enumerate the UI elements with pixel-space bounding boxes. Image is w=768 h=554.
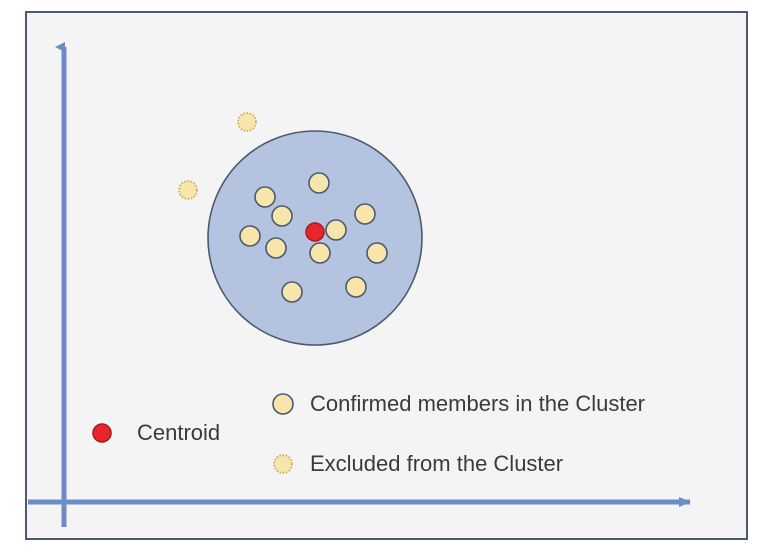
legend-marker-centroid	[92, 423, 112, 443]
confirmed-member-dot	[309, 242, 331, 264]
confirmed-member-dot	[254, 186, 276, 208]
legend-label-confirmed: Confirmed members in the Cluster	[310, 391, 646, 416]
legend-marker-confirmed	[272, 393, 294, 415]
confirmed-member-dot	[239, 225, 261, 247]
confirmed-member-dot	[366, 242, 388, 264]
excluded-dot	[178, 180, 198, 200]
legend-label-excluded: Excluded from the Cluster	[310, 451, 564, 476]
confirmed-member-dot	[265, 237, 287, 259]
legend-markers	[92, 393, 294, 474]
excluded-dot	[237, 112, 257, 132]
legend-label-centroid: Centroid	[137, 420, 221, 445]
confirmed-member-dot	[354, 203, 376, 225]
legend-marker-excluded	[273, 454, 293, 474]
confirmed-member-points	[239, 172, 388, 303]
axis-group	[28, 42, 691, 527]
confirmed-member-dot	[271, 205, 293, 227]
confirmed-member-dot	[281, 281, 303, 303]
confirmed-member-dot	[308, 172, 330, 194]
confirmed-member-dot	[345, 276, 367, 298]
excluded-points	[178, 112, 257, 200]
centroid-dot	[305, 222, 325, 242]
centroid-point	[305, 222, 325, 242]
confirmed-member-dot	[325, 219, 347, 241]
